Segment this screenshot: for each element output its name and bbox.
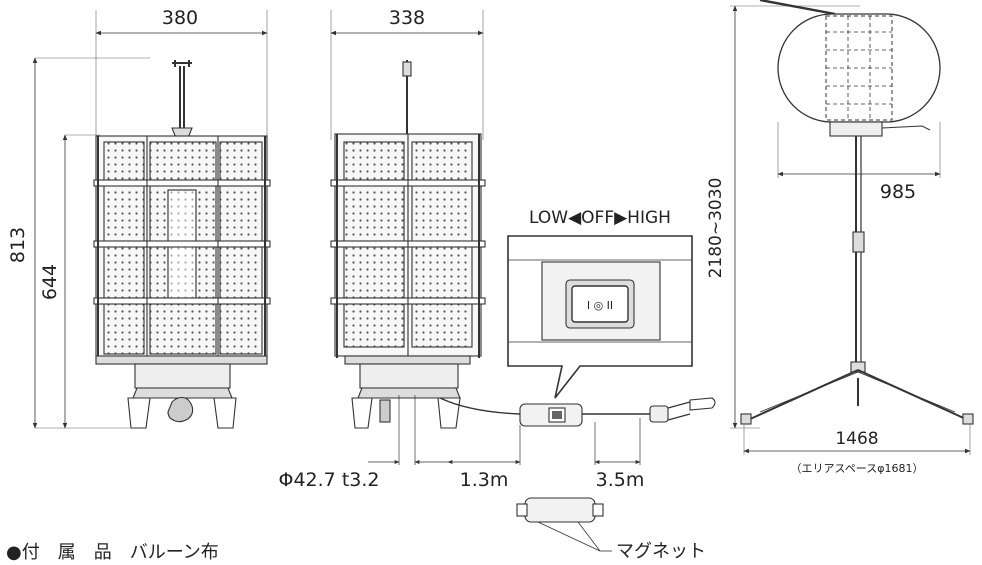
- cable-assembly: [439, 235, 716, 465]
- front-width-label: 380: [162, 7, 198, 29]
- accessory-note: ●付 属 品 バルーン布: [6, 542, 219, 563]
- total-height-label: 813: [7, 227, 29, 263]
- area-space-label: （エリアスペースφ1681）: [791, 462, 924, 475]
- magnet-label: マグネット: [616, 541, 706, 562]
- magnet-case: [516, 497, 612, 552]
- stand-view: [730, 0, 974, 455]
- body-height-label: 644: [39, 264, 61, 300]
- cable-1-label: 1.3m: [460, 469, 509, 491]
- front-view: [32, 10, 271, 429]
- cable-2-label: 3.5m: [596, 469, 645, 491]
- side-view: [330, 10, 486, 465]
- stand-height-label: 2180~3030: [706, 178, 726, 279]
- pole-spec-label: Φ42.7 t3.2: [279, 469, 380, 491]
- balloon-width-label: 985: [880, 181, 916, 203]
- stand-span-label: 1468: [835, 429, 878, 449]
- switch-mode-label: LOW◀OFF▶HIGH: [529, 208, 671, 228]
- switch-face-label: I ◎ II: [587, 299, 613, 312]
- side-width-label: 338: [389, 7, 425, 29]
